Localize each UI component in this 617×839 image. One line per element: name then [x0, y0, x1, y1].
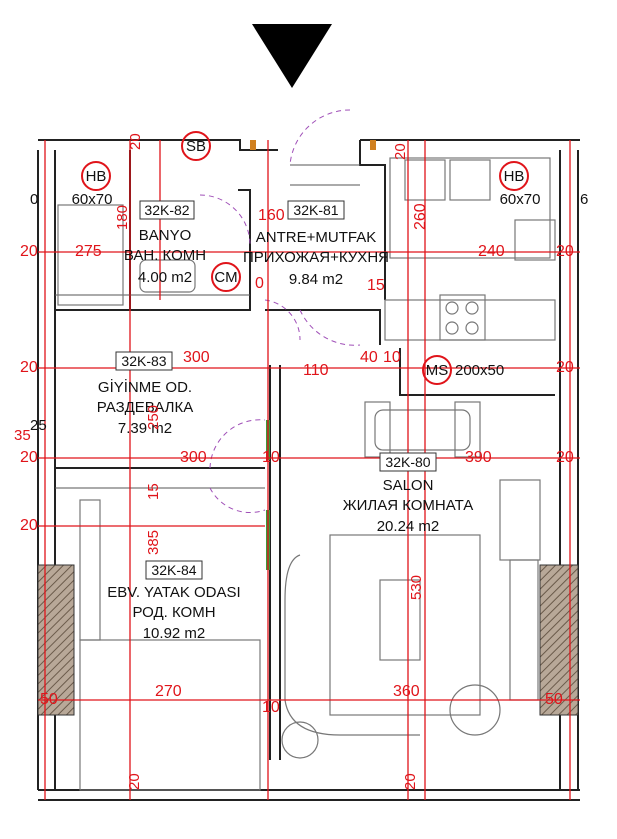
room-area: 9.84 m2 — [289, 271, 343, 288]
room-banyo[interactable]: 32K-82 BANYO ВАН. КОМН 4.00 m2 — [124, 200, 206, 286]
room-giyinme[interactable]: 32K-83 GİYİNME OD. РАЗДЕВАЛКА 7.39 m2 — [97, 351, 194, 437]
dim-180: 180 — [114, 205, 131, 230]
dim-20: 20 — [20, 517, 38, 534]
tag-sb: SB — [181, 131, 211, 161]
side-label-right: 6 — [580, 191, 588, 208]
dim-20: 20 — [20, 243, 38, 260]
room-name-ru: ВАН. КОМН — [124, 247, 206, 264]
dim-20: 20 — [20, 449, 38, 466]
hb-right-label: HB — [504, 168, 525, 185]
north-arrow-icon — [252, 24, 332, 88]
room-area: 10.92 m2 — [143, 625, 206, 642]
side-label-left-mid: 25 — [30, 417, 47, 434]
dim-270: 270 — [155, 683, 182, 700]
dim-390: 390 — [465, 449, 492, 466]
ms-size: 200x50 — [455, 362, 504, 379]
room-code: 32K-80 — [385, 454, 430, 470]
room-antre-mutfak[interactable]: 32K-81 ANTRE+MUTFAK ПРИХОЖАЯ+КУХНЯ 9.84 … — [243, 200, 389, 288]
dimension-labels: 20 275 240 20 180 160 260 15 0 20 20 20 … — [14, 133, 574, 790]
room-area: 7.39 m2 — [118, 420, 172, 437]
room-name-tr: EBV. YATAK ODASI — [107, 584, 240, 601]
room-area: 4.00 m2 — [138, 269, 192, 286]
dim-15: 15 — [145, 483, 162, 500]
room-name-ru: РАЗДЕВАЛКА — [97, 399, 194, 416]
ms-label: MS — [426, 362, 449, 379]
dim-50: 50 — [545, 691, 563, 708]
dim-20: 20 — [556, 359, 574, 376]
dim-300: 300 — [180, 449, 207, 466]
room-name-tr: ANTRE+MUTFAK — [256, 229, 376, 246]
room-name-tr: SALON — [383, 477, 434, 494]
dim-20: 20 — [556, 449, 574, 466]
dim-260: 260 — [412, 203, 429, 230]
dim-20: 20 — [20, 359, 38, 376]
dim-275: 275 — [75, 243, 102, 260]
dim-20: 20 — [556, 243, 574, 260]
column-left — [37, 564, 75, 716]
room-code: 32K-83 — [121, 353, 166, 369]
dim-50: 50 — [40, 691, 58, 708]
column-right — [539, 564, 579, 716]
cm-label: CM — [214, 269, 237, 286]
dim-240: 240 — [478, 243, 505, 260]
room-name-tr: GİYİNME OD. — [98, 378, 192, 396]
tag-ms: MS 200x50 — [422, 355, 504, 385]
dim-20: 20 — [127, 133, 144, 150]
dim-385: 385 — [145, 530, 162, 555]
hb-left-size: 60x70 — [72, 191, 113, 208]
dim-15: 15 — [367, 277, 385, 294]
tag-cm: CM — [211, 262, 241, 292]
dim-20: 20 — [402, 773, 419, 790]
room-code: 32K-81 — [293, 202, 338, 218]
dim-300: 300 — [183, 349, 210, 366]
dim-0: 0 — [255, 275, 264, 292]
sb-label: SB — [186, 138, 206, 155]
dim-110: 110 — [303, 362, 329, 379]
dim-530: 530 — [408, 575, 425, 600]
dimension-lines — [38, 140, 580, 800]
room-name-ru: РОД. КОМН — [132, 604, 215, 621]
dim-20: 20 — [392, 143, 409, 160]
tag-hb-left: HB 60x70 — [72, 161, 113, 208]
room-salon[interactable]: 32K-80 SALON ЖИЛАЯ КОМНАТА 20.24 m2 — [343, 452, 474, 535]
dim-360: 360 — [393, 683, 420, 700]
dim-35: 35 — [14, 427, 31, 444]
room-code: 32K-84 — [151, 562, 196, 578]
dim-10: 10 — [262, 699, 280, 716]
dim-10: 10 — [383, 349, 401, 366]
room-name-tr: BANYO — [139, 227, 192, 244]
hb-right-size: 60x70 — [500, 191, 541, 208]
room-name-ru: ЖИЛАЯ КОМНАТА — [343, 497, 474, 514]
dim-20: 20 — [126, 773, 143, 790]
tag-hb-right: HB 60x70 — [499, 161, 541, 208]
room-code: 32K-82 — [144, 202, 189, 218]
room-yatak-odasi[interactable]: 32K-84 EBV. YATAK ODASI РОД. КОМН 10.92 … — [107, 560, 241, 642]
dim-160: 160 — [258, 207, 285, 224]
dim-250: 250 — [145, 405, 162, 430]
dim-40: 40 — [360, 349, 378, 366]
room-name-ru: ПРИХОЖАЯ+КУХНЯ — [243, 249, 389, 266]
dim-10: 10 — [262, 449, 280, 466]
room-area: 20.24 m2 — [377, 518, 440, 535]
hb-left-label: HB — [86, 168, 107, 185]
side-label-left: 0 — [30, 191, 38, 208]
